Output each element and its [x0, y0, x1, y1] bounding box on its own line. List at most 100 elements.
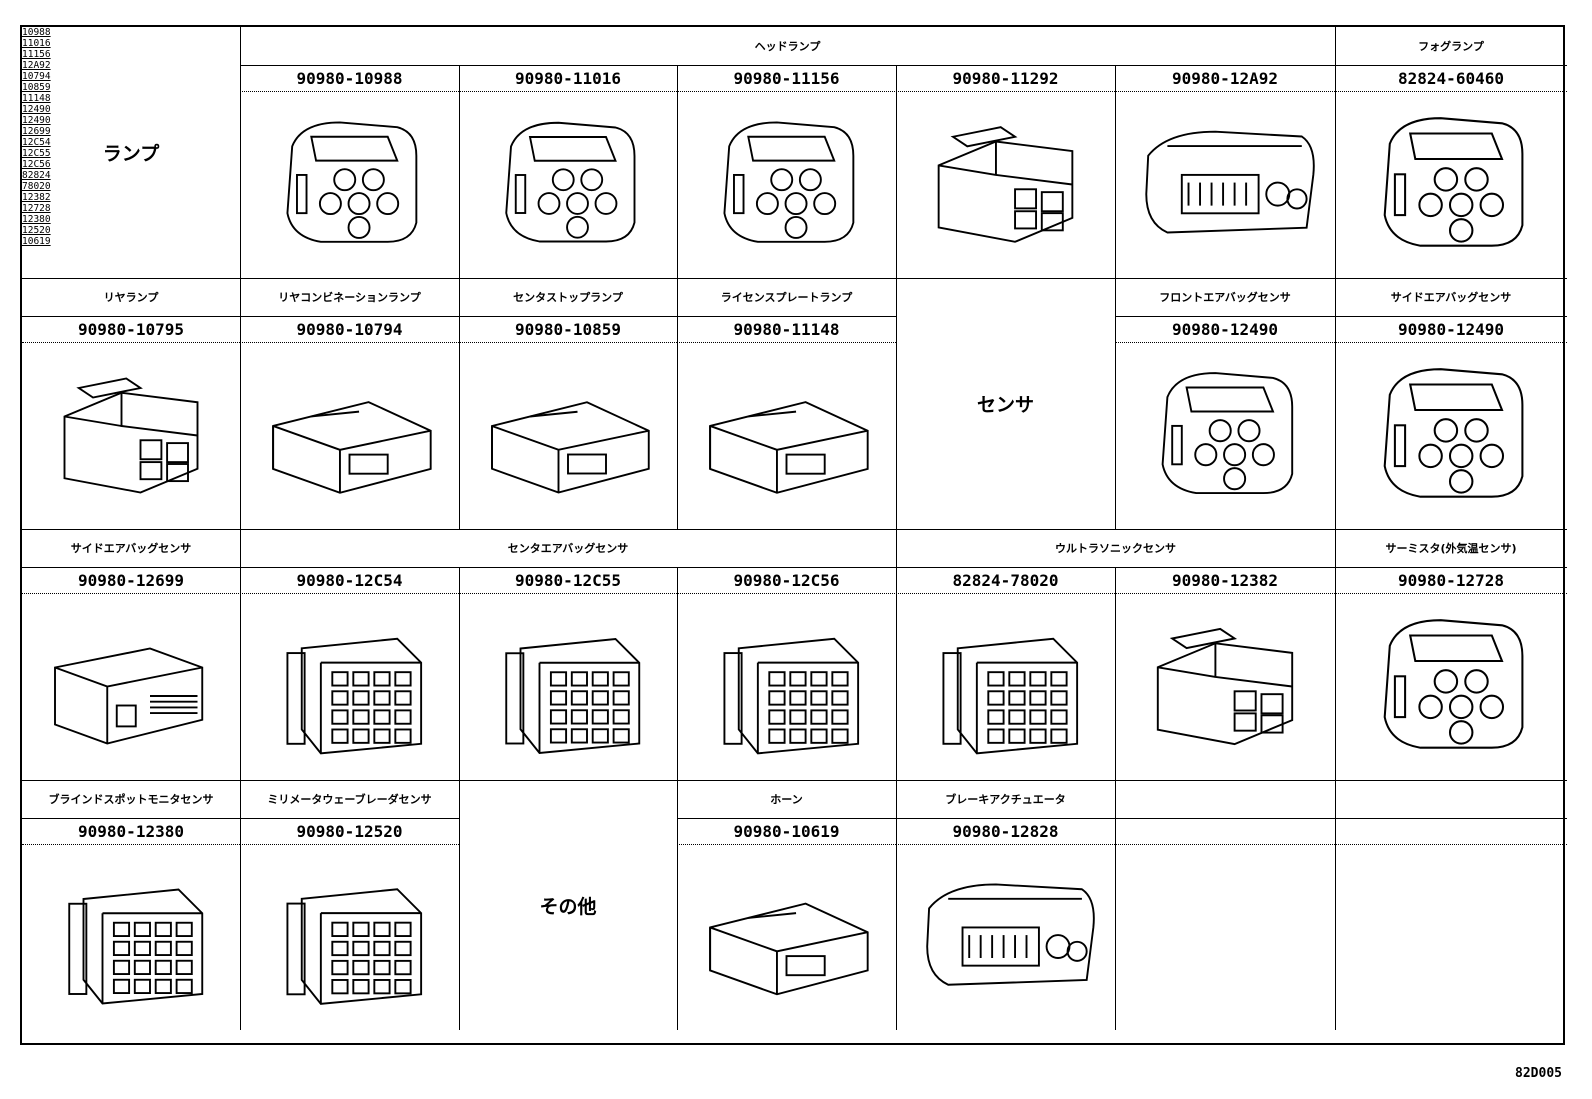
- category-header: サイドエアバッグセンサ: [1390, 291, 1512, 304]
- part-number: 90980-10795: [78, 319, 184, 339]
- part-number: 82824-60460: [1398, 68, 1504, 88]
- grid-line: [1115, 65, 1116, 278]
- grid-line: [1335, 818, 1567, 819]
- grid-line: [896, 780, 897, 1030]
- part-number: 90980-11016: [515, 68, 621, 88]
- connector-drawing: [254, 852, 445, 1022]
- grid-line: [459, 278, 460, 529]
- callout-label: 10859: [22, 82, 51, 93]
- part-number: 90980-12C55: [515, 570, 621, 590]
- part-number: 90980-10794: [296, 319, 403, 339]
- connector-drawing: [254, 601, 445, 772]
- callout-label: 12C54: [22, 137, 51, 148]
- grid-line: [22, 342, 240, 343]
- category-header: センサ: [976, 394, 1034, 416]
- callout-label: 12C55: [22, 148, 51, 159]
- category-header: サイドエアバッグセンサ: [70, 542, 192, 555]
- callout-label: 12728: [22, 203, 51, 214]
- part-number: 90980-10988: [296, 68, 403, 88]
- category-header: ライセンスプレートランプ: [720, 291, 853, 304]
- category-header: [1115, 780, 1335, 818]
- callout-label: 82824 78020: [22, 170, 51, 192]
- part-number: 82824-78020: [952, 570, 1059, 590]
- connector-drawing: [910, 852, 1101, 1022]
- grid-line: [459, 316, 677, 317]
- callout-label: 12382: [22, 192, 51, 203]
- category-header: サーミスタ(外気温センサ): [1385, 542, 1517, 555]
- category-header: ブレーキアクチュエータ: [945, 793, 1066, 806]
- category-header: ミリメータウェーブレーダセンサ: [267, 793, 432, 806]
- grid-line: [459, 65, 460, 278]
- grid-line: [677, 278, 678, 529]
- category-header: フロントエアバッグセンサ: [1159, 291, 1291, 304]
- category-header: リヤランプ: [103, 291, 159, 304]
- part-number: 90980-11148: [733, 319, 840, 339]
- connector-drawing: [691, 852, 882, 1022]
- connector-drawing: [473, 99, 663, 270]
- grid-line: [1115, 844, 1335, 845]
- grid-line: [1115, 780, 1116, 1030]
- grid-line: [677, 780, 678, 1030]
- connector-drawing: [1349, 350, 1553, 521]
- part-number: 90980-12C56: [733, 570, 840, 590]
- callout-label: 12490: [22, 104, 51, 115]
- callout-label: 12A92: [22, 60, 51, 71]
- part-number: 90980-12520: [296, 821, 403, 841]
- callout-label: 12380: [22, 214, 51, 225]
- connector-drawing: [1349, 99, 1553, 270]
- grid-line: [677, 65, 678, 278]
- grid-line: [22, 593, 1567, 594]
- grid-line: [896, 278, 897, 529]
- callout-label: 11156: [22, 49, 51, 60]
- callout-label: 12490: [22, 115, 51, 126]
- category-header: ブラインドスポットモニタセンサ: [48, 793, 214, 806]
- connector-drawing: [473, 350, 663, 521]
- grid-line: [240, 818, 459, 819]
- part-number: 90980-10619: [733, 821, 840, 841]
- part-number: 90980-12490: [1398, 319, 1504, 339]
- grid-line: [896, 844, 1115, 845]
- grid-line: [22, 567, 1567, 568]
- category-header: リヤコンビネーションランプ: [278, 291, 421, 304]
- connector-drawing: [910, 99, 1101, 270]
- connector-drawing: [36, 601, 226, 772]
- document-code: 82D005: [1515, 1066, 1562, 1081]
- category-header: ホーン: [770, 793, 803, 806]
- callout-label: 10619: [22, 236, 51, 247]
- grid-line: [1115, 818, 1335, 819]
- part-number: 90980-12A92: [1172, 68, 1278, 88]
- part-number: [1335, 818, 1567, 844]
- grid-line: [240, 27, 241, 278]
- grid-line: [1335, 65, 1336, 278]
- grid-line: [459, 567, 460, 780]
- grid-line: [896, 65, 897, 278]
- grid-line: [1335, 278, 1336, 529]
- part-number: 90980-11156: [733, 68, 840, 88]
- connector-drawing: [254, 350, 445, 521]
- category-header: センタエアバッグセンサ: [507, 542, 629, 555]
- grid-line: [1115, 278, 1116, 529]
- part-number: 90980-12C54: [296, 570, 403, 590]
- callout-label: 11016: [22, 38, 51, 49]
- category-header: センタストップランプ: [513, 291, 623, 304]
- part-number: 90980-12699: [78, 570, 184, 590]
- grid-line: [677, 342, 896, 343]
- connector-drawing: [691, 601, 882, 772]
- part-number: 90980-12380: [78, 821, 184, 841]
- grid-line: [677, 818, 896, 819]
- grid-line: [22, 844, 240, 845]
- connector-drawing: [691, 99, 882, 270]
- category-header: [1335, 780, 1567, 818]
- grid-line: [22, 818, 240, 819]
- grid-line: [22, 278, 1567, 279]
- callout-label: 12699: [22, 126, 51, 137]
- grid-line: [22, 780, 1567, 781]
- grid-line: [240, 780, 241, 1030]
- part-number: 90980-12828: [952, 821, 1059, 841]
- grid-line: [1335, 844, 1567, 845]
- callout-label: 10988: [22, 27, 51, 38]
- part-number: 90980-12490: [1172, 319, 1278, 339]
- grid-line: [1115, 567, 1116, 780]
- part-number: 90980-12382: [1172, 570, 1278, 590]
- grid-line: [677, 567, 678, 780]
